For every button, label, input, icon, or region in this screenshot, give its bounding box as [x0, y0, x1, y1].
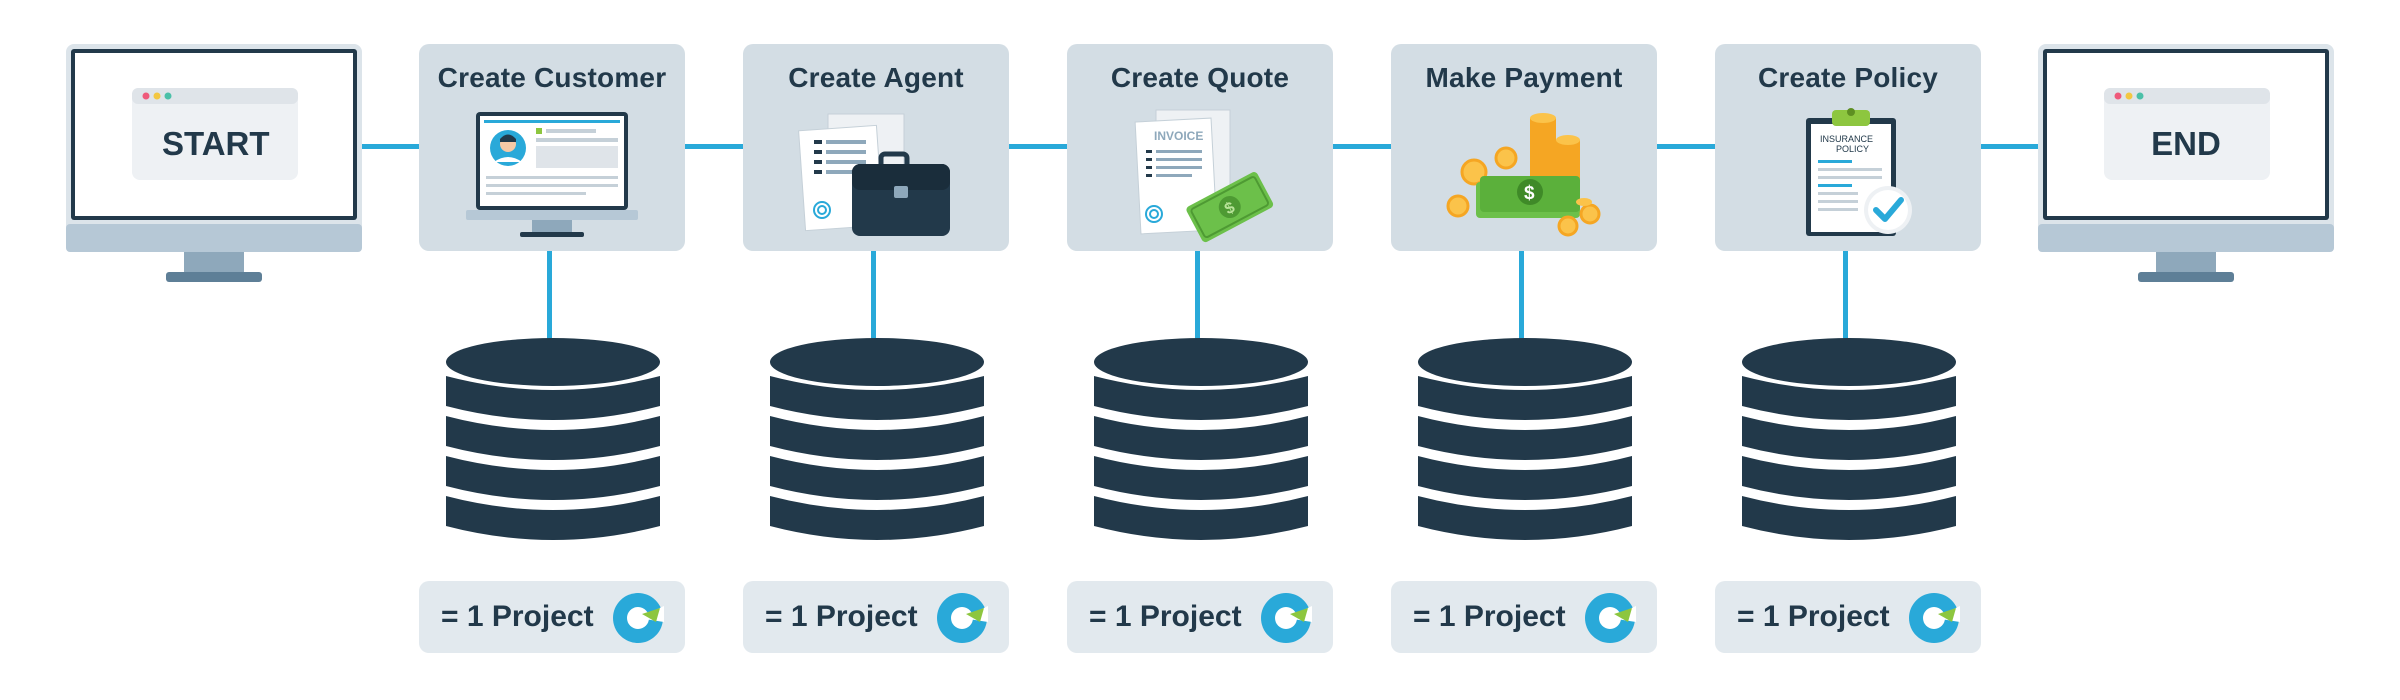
dollar-sign-icon: $	[1524, 183, 1535, 204]
invoice-label: INVOICE	[1154, 129, 1203, 143]
project-badge-2: = 1 Project	[743, 581, 1009, 653]
database-icon	[1742, 338, 1956, 540]
end-label: END	[2151, 125, 2221, 162]
project-badge-label: = 1 Project	[1089, 600, 1242, 633]
step-make-payment: Make Payment $	[1391, 44, 1657, 251]
step-create-customer: Create Customer	[419, 44, 685, 251]
customer-profile-screen-icon	[466, 112, 638, 237]
project-logo-icon	[1909, 593, 1960, 643]
database-icon	[1418, 338, 1632, 540]
project-badge-label: = 1 Project	[765, 600, 918, 633]
database-icon	[1094, 338, 1308, 540]
step-title: Make Payment	[1425, 62, 1623, 93]
project-logo-icon	[613, 593, 664, 643]
project-badge-3: = 1 Project	[1067, 581, 1333, 653]
policy-label-1: INSURANCE	[1820, 134, 1873, 144]
step-title: Create Policy	[1757, 62, 1939, 93]
coins-cash-icon: $	[1446, 113, 1601, 237]
start-monitor: START	[66, 44, 362, 284]
database-icon	[446, 338, 660, 540]
project-badge-label: = 1 Project	[441, 600, 594, 633]
connector-step-1-db	[547, 250, 552, 340]
step-create-policy: Create Policy INSURANCE POLICY	[1715, 44, 1981, 251]
end-monitor: END	[2038, 44, 2334, 284]
connector-step-5-db	[1843, 250, 1848, 340]
project-badge-4: = 1 Project	[1391, 581, 1657, 653]
project-logo-icon	[1585, 593, 1636, 643]
database-icon	[770, 338, 984, 540]
monitor-icon	[2038, 44, 2334, 282]
connector-step-2-db	[871, 250, 876, 340]
project-badge-1: = 1 Project	[419, 581, 685, 653]
checkmark-icon	[1873, 197, 1904, 222]
start-label: START	[162, 125, 270, 162]
project-badge-label: = 1 Project	[1413, 600, 1566, 633]
connector-step-3-db	[1195, 250, 1200, 340]
step-title: Create Customer	[437, 62, 667, 93]
insurance-clipboard-icon: INSURANCE POLICY	[1806, 108, 1912, 236]
project-logo-icon	[1261, 593, 1312, 643]
project-badge-label: = 1 Project	[1737, 600, 1890, 633]
step-title: Create Quote	[1110, 62, 1290, 93]
briefcase-documents-icon	[798, 113, 950, 236]
step-create-quote: Create Quote INVOICE $	[1067, 44, 1333, 251]
connector-step-4-db	[1519, 250, 1524, 340]
monitor-icon	[66, 44, 362, 282]
project-logo-icon	[937, 593, 988, 643]
policy-label-2: POLICY	[1836, 144, 1869, 154]
step-create-agent: Create Agent	[743, 44, 1009, 251]
invoice-money-icon: INVOICE $	[1134, 109, 1274, 243]
step-title: Create Agent	[788, 62, 964, 93]
project-badge-5: = 1 Project	[1715, 581, 1981, 653]
